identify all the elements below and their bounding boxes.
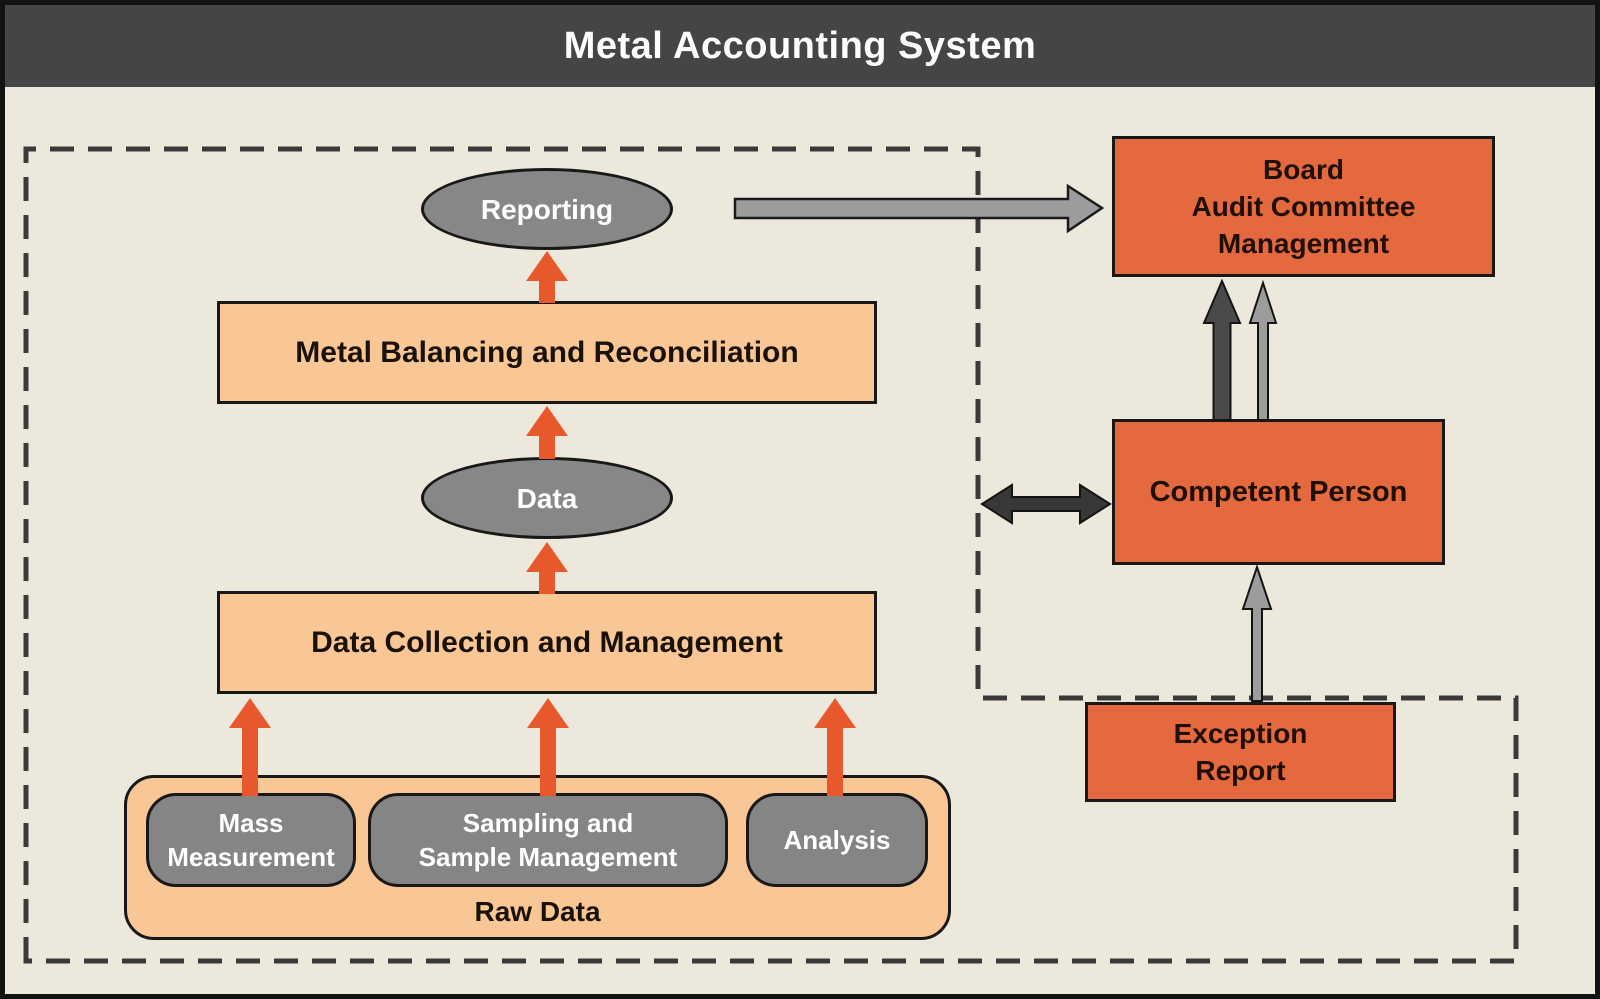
raw-data-label: Raw Data [474,896,601,927]
right-arrow-icon-reporting-to-board [733,183,1105,234]
board-line2: Audit Committee [1191,191,1416,222]
double-headed-arrow-icon-competent-interaction [980,483,1112,525]
pill-mass-measurement: Mass Measurement [146,793,356,887]
board-line1: Board [1263,154,1344,185]
pill-sampling-sample-management: Sampling and Sample Management [368,793,728,887]
node-board-audit-management: Board Audit Committee Management [1112,136,1495,277]
sampling-line2: Sample Management [418,842,678,872]
analysis-label: Analysis [783,825,891,855]
light-up-arrow-icon-competent-to-board [1248,279,1278,421]
exception-report-line2: Report [1195,755,1286,786]
node-reporting: Reporting [421,168,673,250]
pill-analysis: Analysis [746,793,928,887]
mass-measurement-line2: Measurement [167,842,335,872]
metal-balancing-label: Metal Balancing and Reconciliation [295,335,799,369]
up-arrow-icon-exception-to-competent [1241,563,1273,702]
board-line3: Management [1217,228,1390,259]
node-exception-report: Exception Report [1085,702,1396,802]
up-arrow-icon-balancing-to-reporting [526,251,568,303]
up-arrow-icon-collection-to-data [526,542,568,594]
node-data-collection: Data Collection and Management [217,591,877,694]
page-title: Metal Accounting System [563,24,1037,67]
data-label: Data [516,482,578,514]
mass-measurement-line1: Mass [218,808,284,838]
competent-person-label: Competent Person [1149,476,1408,508]
exception-report-line1: Exception [1173,718,1308,749]
node-metal-balancing: Metal Balancing and Reconciliation [217,301,877,404]
sampling-line1: Sampling and [462,808,634,838]
title-bar: Metal Accounting System [5,5,1595,87]
up-arrow-icon-data-to-balancing [526,406,568,459]
node-data: Data [421,457,673,539]
dark-up-arrow-icon-competent-to-board [1202,278,1242,421]
reporting-label: Reporting [480,193,614,225]
data-collection-label: Data Collection and Management [311,625,783,659]
node-competent-person: Competent Person [1112,419,1445,565]
